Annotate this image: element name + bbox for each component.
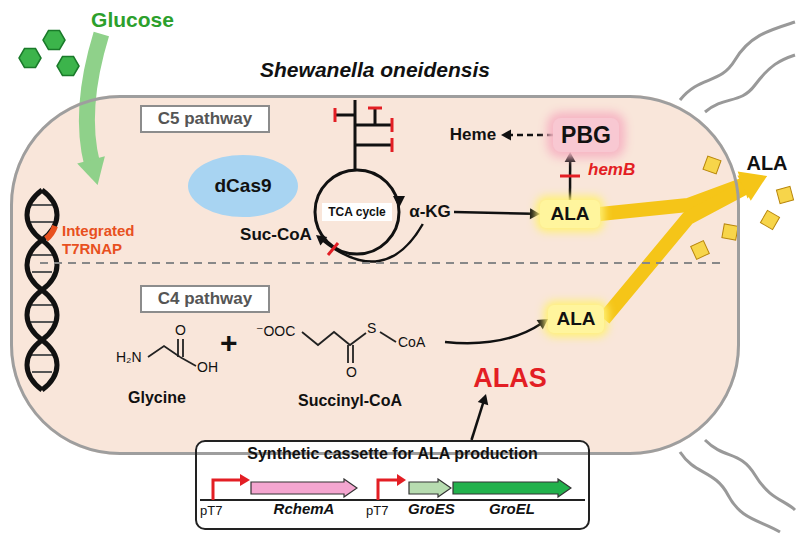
connector (501, 130, 553, 141)
glucose-molecules (19, 31, 79, 76)
connector (316, 224, 423, 262)
connector-line (604, 186, 749, 319)
cassette-fill (195, 440, 590, 530)
atom-label: S (367, 320, 376, 337)
node-text: Heme (450, 125, 496, 145)
node-text: ALA (556, 308, 595, 330)
atom-label: O (175, 322, 186, 339)
promoter-label: pT7 (366, 503, 388, 519)
molecule-name: Glycine (128, 388, 186, 407)
knockdown-marks (328, 108, 580, 255)
connector-line (454, 212, 532, 214)
dna-helix (27, 190, 57, 390)
arrowhead (478, 394, 488, 405)
connector-line (322, 224, 423, 262)
node-text: PBG (561, 122, 611, 149)
pathway-divider (40, 262, 720, 264)
metabolite: Suc-CoA (236, 224, 316, 246)
node-text: dCas9 (214, 175, 271, 197)
product-highlight: ALA (548, 305, 604, 333)
arrowhead (537, 319, 548, 329)
connector-line (472, 402, 484, 440)
node-text: GroES (408, 500, 452, 517)
gene-shape (452, 478, 572, 498)
node-text: RchemA (250, 500, 358, 517)
cycle-label-box: TCA cycle (322, 203, 392, 221)
node-text: Shewanella oneidensis (13, 58, 737, 82)
atom-label: H₂N (116, 349, 142, 366)
metabolite-highlight: PBG (553, 118, 619, 152)
node-text: Succinyl-CoA (298, 392, 402, 410)
node-text: C5 pathway (158, 109, 252, 129)
arrowhead (565, 152, 576, 162)
arrowhead (501, 130, 511, 141)
product-highlight: ALA (540, 200, 600, 228)
node-text: Suc-CoA (240, 225, 312, 245)
node-text: Glucose (91, 8, 174, 32)
cell-fill (10, 95, 740, 455)
atom-label: O (346, 364, 357, 381)
cell-outline: Shewanella oneidensisC5 pathwaydCas9TCA … (10, 95, 740, 455)
node-text: C4 pathway (158, 289, 252, 309)
node-text: ALA (746, 152, 787, 175)
substrate-label: Glucose (88, 6, 177, 34)
gene-arrow: GroES (408, 478, 452, 522)
promoters (200, 474, 585, 500)
connector-line (87, 34, 101, 165)
node-text: Synthetic cassette for ALA production (197, 445, 588, 463)
insertion-label: Integrated T7RNAP (62, 222, 146, 258)
connector (472, 394, 489, 440)
connector-line (445, 323, 541, 343)
connector-line (569, 160, 572, 200)
gene-arrow: RchemA (250, 478, 358, 522)
gene-shape (250, 478, 358, 498)
connector (445, 319, 548, 343)
pathway-box: C5 pathway (140, 105, 270, 133)
arrowhead (737, 176, 767, 201)
node-text: GroEL (452, 500, 572, 517)
exported-product: ALA (742, 150, 792, 176)
cycle-arrowhead (393, 196, 405, 208)
metabolite: Heme (445, 123, 501, 147)
protein-blob: dCas9 (188, 155, 298, 217)
metabolite: α-KG (406, 200, 454, 224)
plus-sign: + (220, 328, 238, 358)
tca-cycle (315, 100, 399, 254)
atom-label: ⁻OOC (256, 323, 295, 340)
connector (604, 176, 767, 319)
cassette-box: Synthetic cassette for ALA productionRch… (195, 440, 590, 530)
node-text: ALAS (473, 363, 547, 394)
node-text: TCA cycle (328, 205, 386, 219)
atom-label: CoA (398, 334, 425, 351)
enzyme-label: ALAS (470, 362, 550, 394)
arrowhead (77, 156, 105, 185)
connector-line (509, 134, 553, 137)
promoter-label: pT7 (200, 503, 222, 519)
gene-shape (408, 478, 452, 498)
connector (454, 208, 540, 219)
atom-label: OH (197, 359, 218, 376)
gene-arrow: GroEL (452, 478, 572, 522)
arrowhead (530, 208, 540, 219)
node-text: α-KG (409, 202, 451, 222)
pathway-box: C4 pathway (140, 285, 270, 313)
gene-knockdown-label: hemB (588, 160, 635, 180)
node-text: ALA (550, 203, 589, 225)
connector (77, 34, 105, 185)
